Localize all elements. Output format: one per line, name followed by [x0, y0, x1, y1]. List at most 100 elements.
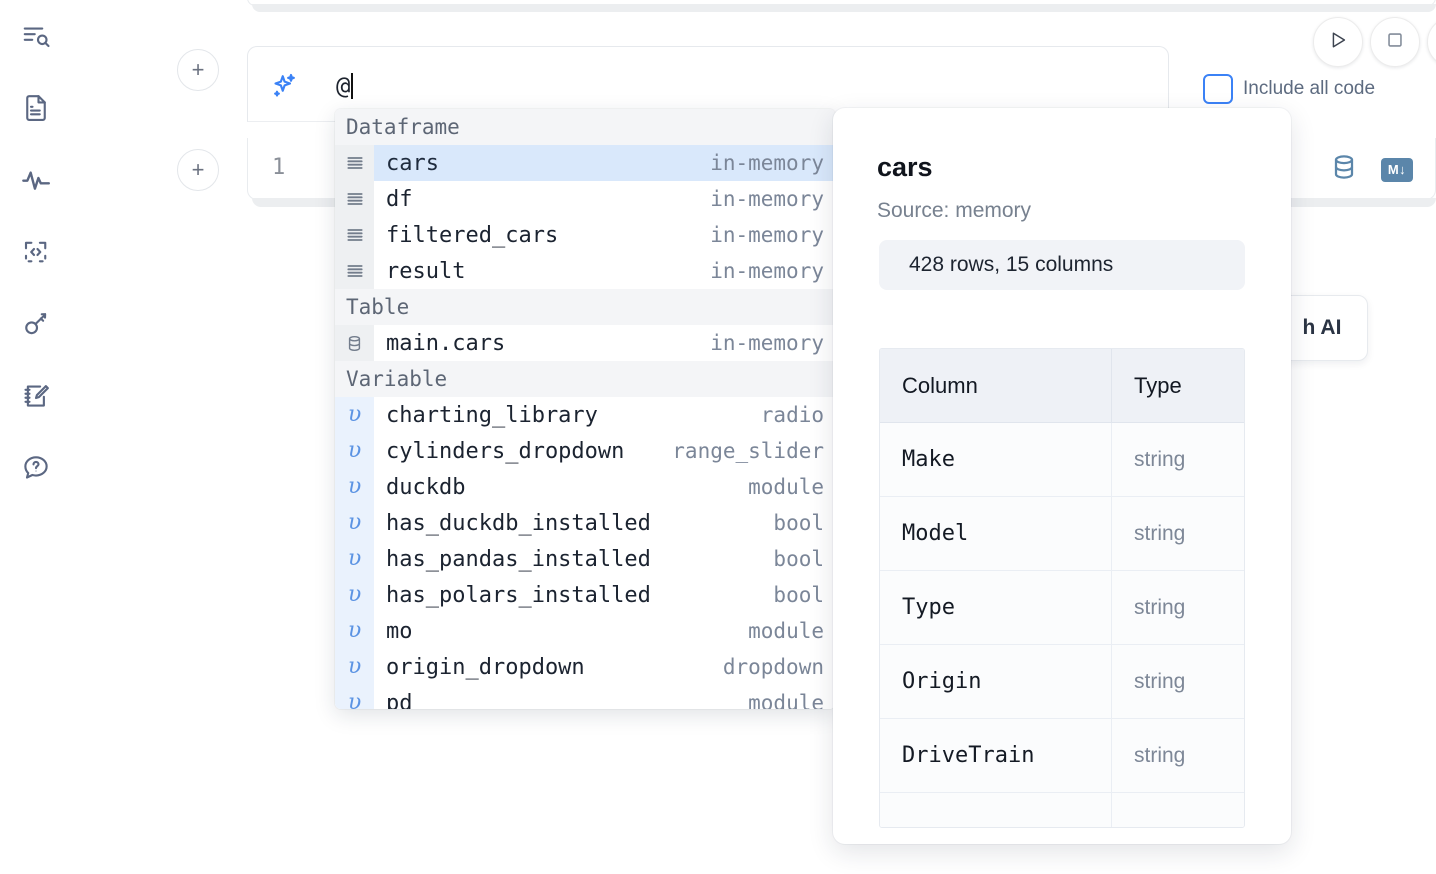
schema-column-name: Type — [880, 571, 1112, 644]
autocomplete-item-type: in-memory — [710, 187, 824, 211]
schema-column-name: DriveTrain — [880, 719, 1112, 792]
autocomplete-item-name: main.cars — [386, 330, 506, 356]
schema-column-type: string — [1134, 669, 1186, 693]
include-all-code-row[interactable]: Include all code — [1203, 74, 1375, 104]
play-icon — [1327, 29, 1349, 56]
schema-column-type: string — [1134, 743, 1186, 767]
autocomplete-item[interactable]: cars in-memory — [335, 145, 835, 181]
stop-button[interactable] — [1370, 17, 1420, 67]
autocomplete-item-name: pd — [386, 690, 413, 710]
cell-toolbar: M↓ — [1329, 152, 1413, 187]
activity-icon — [20, 164, 52, 196]
autocomplete-group-header: Table — [335, 289, 835, 325]
add-cell-button-top[interactable]: + — [177, 49, 219, 91]
text-caret — [351, 73, 354, 99]
table-row: Type string — [880, 571, 1244, 645]
overflow-button[interactable] — [1427, 17, 1436, 67]
ai-prompt-input[interactable]: @ — [336, 69, 354, 103]
dataframe-icon — [335, 145, 374, 181]
autocomplete-item-type: dropdown — [722, 655, 824, 679]
autocomplete-item-name: df — [386, 186, 413, 212]
dataframe-detail-panel: cars Source: memory 428 rows, 15 columns… — [833, 108, 1291, 844]
autocomplete-item-name: has_duckdb_installed — [386, 510, 651, 536]
sidebar-item-secrets[interactable] — [14, 302, 58, 346]
include-all-code-checkbox[interactable] — [1203, 74, 1233, 104]
detail-shape-badge: 428 rows, 15 columns — [879, 240, 1245, 290]
table-row: Origin string — [880, 645, 1244, 719]
autocomplete-item-name: cars — [386, 150, 439, 176]
schema-table-header: Column Type — [880, 349, 1244, 423]
dataframe-icon — [335, 181, 374, 217]
autocomplete-item-name: mo — [386, 618, 413, 644]
run-button[interactable] — [1313, 17, 1363, 67]
markdown-icon[interactable]: M↓ — [1381, 157, 1413, 182]
table-row — [880, 793, 1244, 827]
sidebar-item-help[interactable] — [14, 446, 58, 490]
schema-column-type: string — [1134, 595, 1186, 619]
autocomplete-item-type: in-memory — [710, 331, 824, 355]
table-row: Make string — [880, 423, 1244, 497]
secrets-key-icon — [21, 309, 51, 339]
stop-square-icon — [1384, 29, 1406, 56]
variable-icon: υ — [335, 577, 374, 613]
sidebar-item-outline-search[interactable] — [14, 14, 58, 58]
schema-column-type: string — [1134, 447, 1186, 471]
mention-autocomplete-dropdown[interactable]: Dataframe cars in-memory df in-memory filtere… — [335, 109, 835, 709]
sidebar-item-file-explorer[interactable] — [14, 86, 58, 130]
previous-cell-shadow — [252, 4, 1436, 12]
ai-prompt-value: @ — [336, 72, 351, 100]
autocomplete-item-type: module — [748, 691, 824, 709]
autocomplete-item-name: result — [386, 258, 466, 284]
variable-icon: υ — [335, 433, 374, 469]
variable-icon: υ — [335, 541, 374, 577]
autocomplete-item-name: charting_library — [386, 402, 598, 428]
database-icon[interactable] — [1329, 152, 1359, 187]
table-database-icon — [335, 325, 374, 361]
autocomplete-item-name: cylinders_dropdown — [386, 438, 625, 464]
line-number: 1 — [272, 155, 286, 180]
generate-with-ai-label: h AI — [1302, 316, 1342, 339]
column-header-column: Column — [880, 349, 1112, 422]
plus-icon: + — [191, 57, 205, 82]
autocomplete-item[interactable]: main.cars in-memory — [335, 325, 835, 361]
left-sidebar-rail — [0, 0, 72, 874]
autocomplete-item-name: filtered_cars — [386, 222, 559, 248]
variable-icon: υ — [335, 505, 374, 541]
autocomplete-group-header: Dataframe — [335, 109, 835, 145]
autocomplete-item-name: has_pandas_installed — [386, 546, 651, 572]
add-cell-button-bottom[interactable]: + — [177, 149, 219, 191]
scratchpad-icon — [21, 381, 51, 411]
sidebar-item-snippets[interactable] — [14, 230, 58, 274]
sidebar-item-scratchpad[interactable] — [14, 374, 58, 418]
autocomplete-group-header: Variable — [335, 361, 835, 397]
autocomplete-item-name: origin_dropdown — [386, 654, 585, 680]
schema-column-name: Make — [880, 423, 1112, 496]
dataframe-icon — [335, 217, 374, 253]
include-all-code-label: Include all code — [1243, 78, 1376, 99]
autocomplete-item-name: duckdb — [386, 474, 466, 500]
sidebar-item-activity[interactable] — [14, 158, 58, 202]
autocomplete-item-type: in-memory — [710, 151, 824, 175]
sparkle-icon — [269, 71, 299, 101]
schema-column-name: Origin — [880, 645, 1112, 718]
table-row: DriveTrain string — [880, 719, 1244, 793]
snippets-icon — [21, 237, 51, 267]
autocomplete-item-name: has_polars_installed — [386, 582, 651, 608]
autocomplete-item-type: radio — [760, 403, 824, 427]
variable-icon: υ — [335, 613, 374, 649]
autocomplete-item[interactable]: df in-memory — [335, 181, 835, 217]
autocomplete-item-type: module — [748, 619, 824, 643]
column-header-type: Type — [1134, 372, 1182, 398]
